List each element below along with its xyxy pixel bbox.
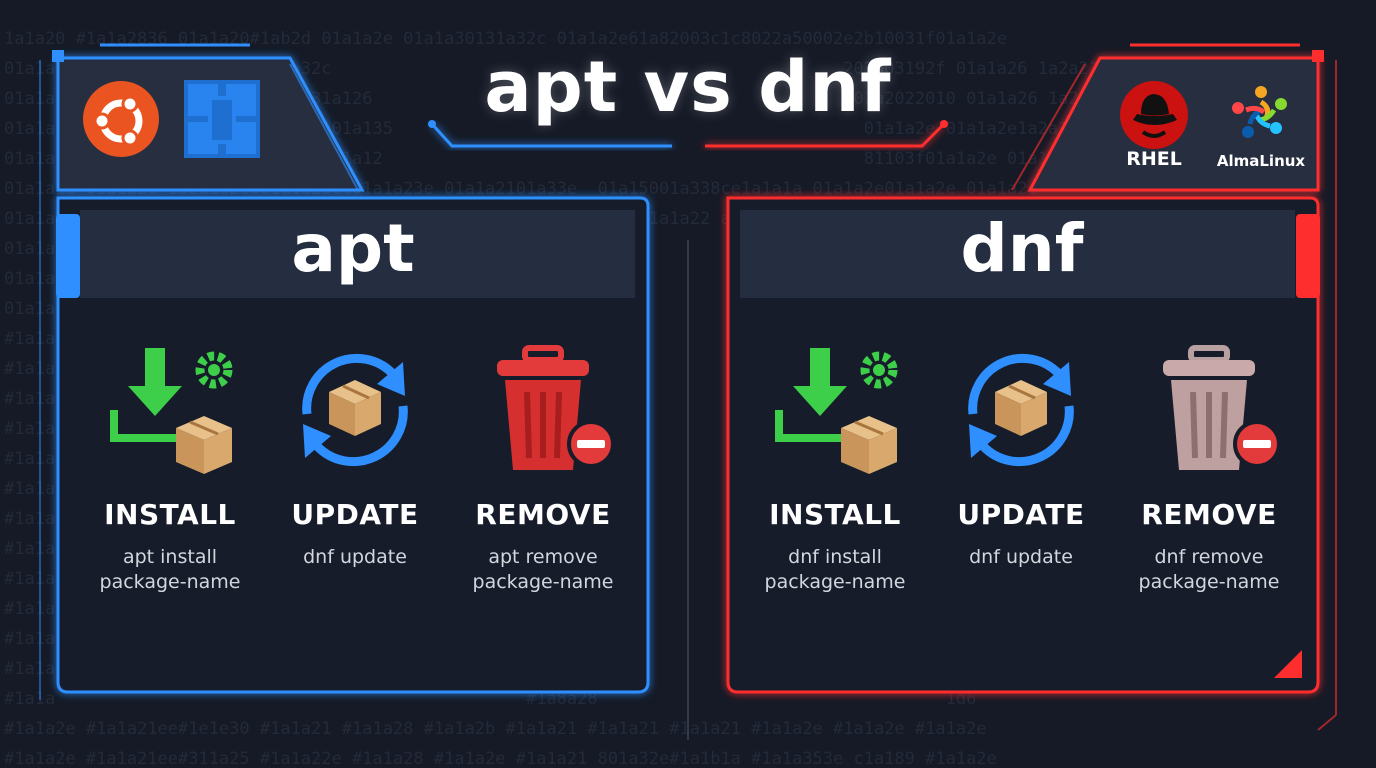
dnf-update-command: dnf update: [969, 546, 1073, 568]
almalinux-logo-icon: [1232, 86, 1287, 138]
refresh-package-icon: [968, 353, 1074, 467]
refresh-package-icon: [302, 353, 408, 467]
trash-remove-icon: [497, 345, 613, 470]
apt-panel-title: apt: [291, 210, 415, 287]
apt-install-card: INSTALL apt install package-name: [70, 340, 270, 595]
apt-install-label: INSTALL: [104, 498, 236, 531]
almalinux-label: AlmaLinux: [1216, 152, 1306, 170]
dnf-remove-label: REMOVE: [1141, 498, 1277, 531]
ubuntu-logo-icon: [83, 81, 159, 157]
dnf-install-command: dnf install package-name: [764, 546, 906, 593]
apt-install-command: apt install package-name: [99, 546, 241, 593]
dnf-update-card: UPDATE dnf update: [921, 340, 1121, 570]
page-title: apt vs dnf: [484, 46, 892, 128]
dnf-remove-command: dnf remove package-name: [1138, 546, 1280, 593]
dnf-panel-title: dnf: [960, 210, 1084, 287]
download-package-gear-icon: [110, 348, 233, 474]
apt-update-command: dnf update: [303, 546, 407, 568]
apt-remove-command: apt remove package-name: [472, 546, 614, 593]
dnf-update-label: UPDATE: [957, 498, 1085, 531]
apt-remove-label: REMOVE: [475, 498, 611, 531]
apt-update-card: UPDATE dnf update: [255, 340, 455, 570]
dnf-install-card: INSTALL dnf install package-name: [735, 340, 935, 595]
apt-remove-card: REMOVE apt remove package-name: [443, 340, 643, 595]
download-package-gear-icon: [775, 348, 898, 474]
redhat-logo-icon: [1120, 81, 1188, 149]
rhel-label: RHEL: [1126, 148, 1182, 170]
apt-panel-border: [56, 196, 650, 694]
trash-remove-icon: [1163, 345, 1279, 470]
dnf-remove-card: REMOVE dnf remove package-name: [1109, 340, 1309, 595]
dnf-install-label: INSTALL: [769, 498, 901, 531]
dnf-panel-border: [726, 196, 1320, 694]
apt-update-label: UPDATE: [291, 498, 419, 531]
windows-logo-icon: [184, 80, 260, 158]
